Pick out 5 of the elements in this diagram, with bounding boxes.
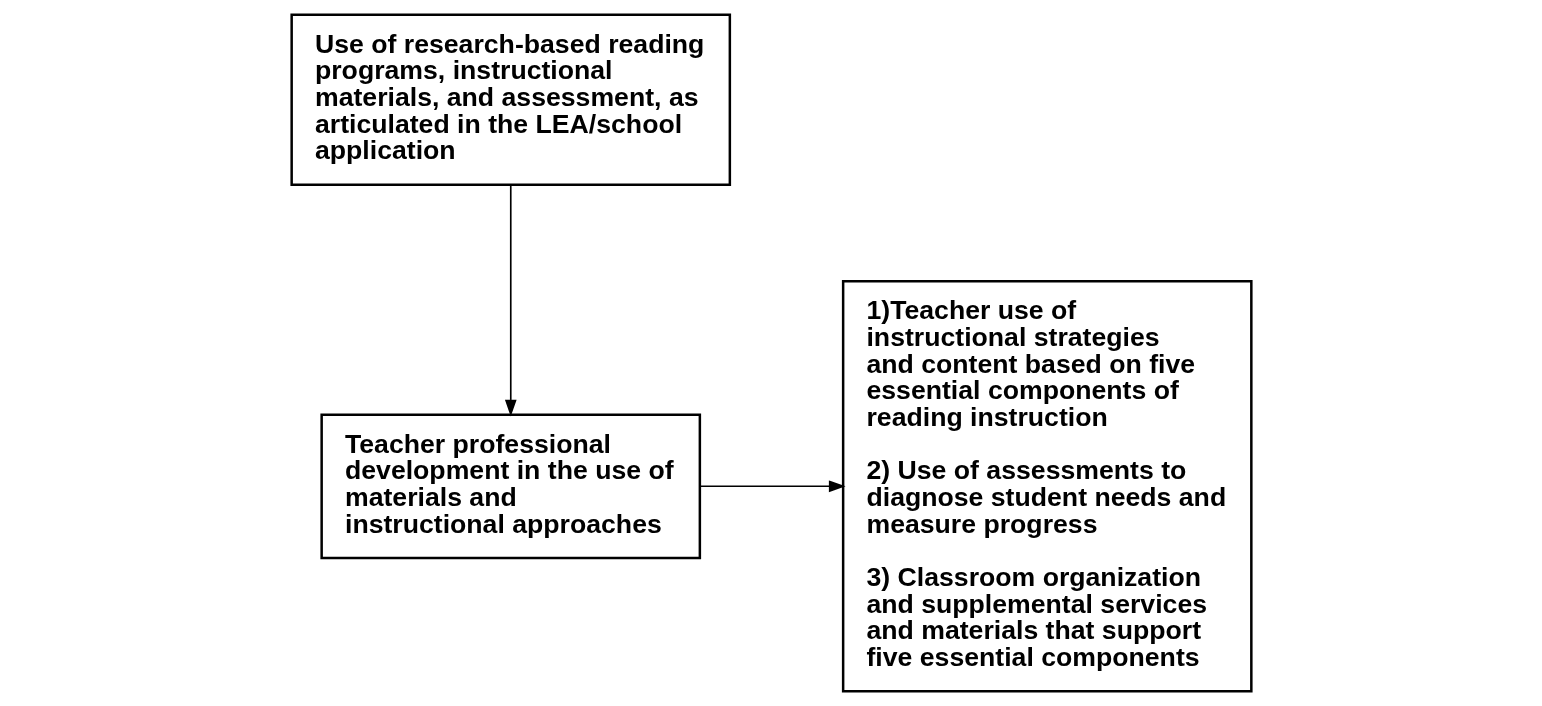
node-box: Use of research-based reading programs, instructional materials, and assessment, as articulated in the LEA/school application [289, 13, 731, 186]
arrow [698, 480, 846, 493]
node-box: 1)Teacher use of instructional strategies and content based on five essential components of reading instruction 2) Use of assessments to diagnose student needs and measure progress 3) Classroom organization and supplemental services and materials that support five essential components [841, 280, 1253, 693]
arrow [504, 184, 517, 417]
node-box: Teacher professional development in the use of materials and instructional approaches [319, 413, 701, 560]
